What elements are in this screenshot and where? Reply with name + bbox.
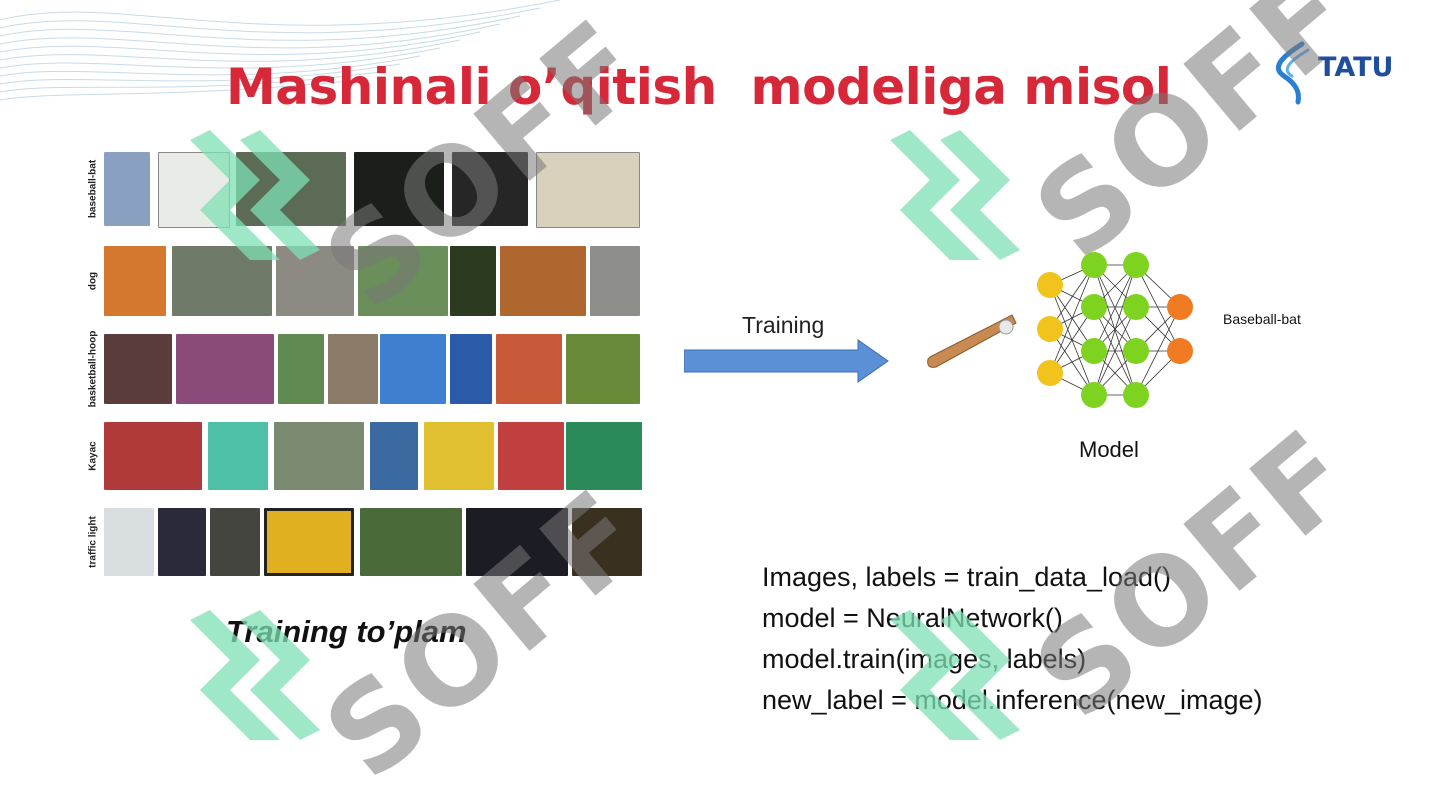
thumbnail [274, 422, 364, 490]
thumbnail [500, 246, 586, 316]
hidden-node [1123, 338, 1149, 364]
thumbnail [498, 422, 564, 490]
baseball-bat-icon [927, 314, 1017, 368]
thumbnail [328, 334, 378, 404]
thumbnail [572, 508, 642, 576]
thumbnail [176, 334, 274, 404]
hidden-node [1123, 252, 1149, 278]
logo-swirl-icon [1276, 41, 1310, 105]
thumbnail [104, 152, 150, 226]
output-node [1167, 338, 1193, 364]
thumbnail [104, 422, 202, 490]
thumbnail [172, 246, 272, 316]
thumbnail [278, 334, 324, 404]
input-node [1037, 272, 1063, 298]
thumbnail [450, 246, 496, 316]
code-line: new_label = model.inference(new_image) [762, 685, 1263, 715]
thumbnail [210, 508, 260, 576]
thumbnail [380, 334, 446, 404]
training-label: Training [742, 312, 825, 338]
dataset-row: traffic light [82, 508, 647, 576]
row-label: dog [87, 271, 99, 291]
code-snippet: Images, labels = train_data_load() model… [762, 557, 1263, 721]
thumbnail [466, 508, 568, 576]
thumbnail [566, 334, 640, 404]
network-edge [1049, 306, 1095, 374]
thumbnail [354, 152, 444, 226]
thumbnail [450, 334, 492, 404]
row-label: baseball-bat [87, 159, 99, 219]
thumbnail [566, 422, 642, 490]
tatu-logo: TATU [1270, 40, 1410, 106]
row-label: Kayac [87, 441, 99, 471]
thumbnail [370, 422, 418, 490]
logo-text: TATU [1318, 52, 1394, 83]
thumbnail [104, 334, 172, 404]
input-node [1037, 316, 1063, 342]
hidden-node [1081, 338, 1107, 364]
thumbnail [360, 508, 462, 576]
thumbnail [158, 508, 206, 576]
network-edge [1049, 264, 1095, 374]
thumbnail [208, 422, 268, 490]
neural-network-diagram [927, 252, 1193, 408]
hidden-node [1123, 294, 1149, 320]
thumbnail [104, 508, 154, 576]
thumbnail [158, 152, 230, 228]
hidden-node [1081, 382, 1107, 408]
row-label: traffic light [87, 516, 99, 568]
hidden-node [1081, 252, 1107, 278]
thumbnail [536, 152, 640, 228]
slide-title: Mashinali o’qitish modeliga misol [226, 58, 1172, 116]
watermark-text: SOFF [1010, 0, 1382, 287]
thumbnail [104, 246, 166, 316]
row-label: basketball-hoop [87, 330, 99, 408]
dataset-row: basketball-hoop [82, 330, 647, 408]
network-edge [1093, 306, 1137, 396]
thumbnail [358, 246, 448, 316]
hidden-node [1081, 294, 1107, 320]
network-edge [1135, 264, 1181, 352]
network-edge [1093, 264, 1137, 352]
thumbnail [452, 152, 528, 226]
dataset-row: Kayac [82, 422, 647, 490]
training-arrow [684, 339, 889, 383]
network-edge [1135, 306, 1181, 396]
thumbnail [590, 246, 640, 316]
network-edge [1093, 264, 1137, 396]
output-label: Baseball-bat [1223, 311, 1301, 327]
code-line: Images, labels = train_data_load() [762, 562, 1171, 592]
thumbnail [264, 508, 354, 576]
output-node [1167, 294, 1193, 320]
hidden-node [1123, 382, 1149, 408]
wave-decoration [0, 0, 560, 101]
thumbnail [496, 334, 562, 404]
input-node [1037, 360, 1063, 386]
thumbnail [424, 422, 494, 490]
model-label: Model [1079, 437, 1139, 462]
